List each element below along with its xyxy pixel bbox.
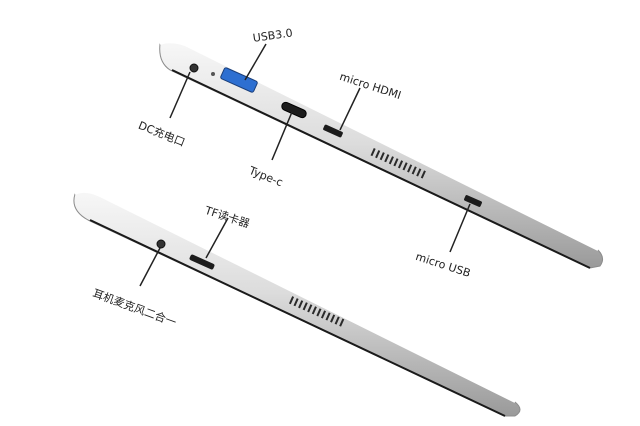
callout-line-headset — [139, 247, 161, 287]
micro-hdmi-port-icon — [323, 124, 343, 138]
callout-line-micro-usb — [449, 203, 471, 253]
headset-jack-icon — [156, 239, 166, 249]
callout-line-usb30 — [244, 43, 267, 81]
callout-lines — [139, 43, 471, 287]
vent-grille-upper — [370, 148, 426, 179]
usb30-port-icon — [220, 67, 258, 93]
callout-line-tf — [205, 217, 229, 259]
vent-grille-lower — [288, 296, 345, 327]
callout-line-type-c — [271, 111, 293, 161]
dc-port-icon — [189, 63, 199, 73]
tablet-lower — [73, 190, 521, 417]
micro-usb-port-icon — [464, 195, 482, 207]
callout-line-micro-hdmi — [339, 87, 361, 131]
tf-slot-icon — [189, 254, 215, 270]
tablet-upper — [159, 41, 604, 269]
type-c-port-icon — [281, 101, 307, 119]
callout-line-dc — [169, 71, 191, 119]
